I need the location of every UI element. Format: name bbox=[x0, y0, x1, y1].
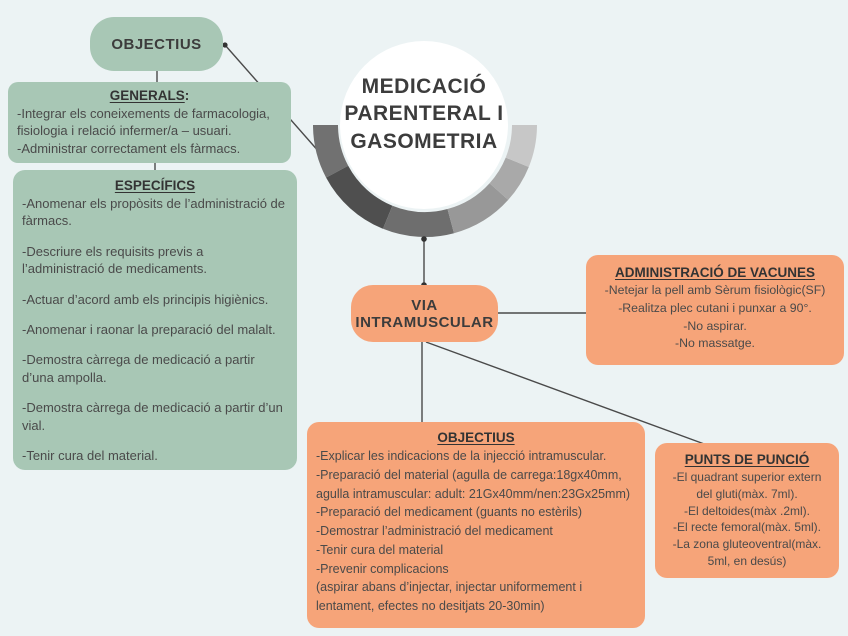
node-vacunes-heading: ADMINISTRACIÓ DE VACUNES bbox=[595, 265, 835, 280]
list-item: -Realitza plec cutani i punxar a 90°. bbox=[618, 300, 812, 315]
central-topic-title-line: PARENTERAL I bbox=[344, 102, 504, 126]
ring-segment-6 bbox=[505, 125, 537, 167]
node-administracio-vacunes: ADMINISTRACIÓ DE VACUNES -Netejar la pel… bbox=[586, 255, 844, 365]
list-item: -El deltoides(màx .2ml). bbox=[683, 503, 811, 518]
list-item: -Administrar correctament els fàrmacs. bbox=[17, 140, 241, 156]
connector-dot bbox=[222, 42, 228, 48]
list-item: -Tenir cura del material bbox=[316, 542, 444, 557]
list-item: -No massatge. bbox=[675, 336, 755, 351]
node-objectius-general-label: OBJECTIUS bbox=[111, 35, 202, 53]
list-item: -Demostra càrrega de medicació a partir … bbox=[22, 352, 255, 385]
list-item: -Demostrar l’administració del medicamen… bbox=[316, 524, 553, 538]
list-item: -No aspirar. bbox=[683, 318, 747, 333]
list-item: -Anomenar i raonar la preparació del mal… bbox=[22, 322, 276, 338]
list-item: -Explicar les indicacions de la injecció… bbox=[316, 449, 607, 463]
list-item: -Anomenar els propòsits de l’administrac… bbox=[22, 196, 286, 229]
list-item: -Demostra càrrega de medicació a partir … bbox=[22, 400, 283, 433]
list-item: -Actuar d’acord amb els principis higièn… bbox=[22, 291, 269, 307]
connector-dot bbox=[421, 236, 427, 242]
list-item: -Preparació del medicament (guants no es… bbox=[316, 505, 583, 520]
central-topic-title-line: GASOMETRIA bbox=[350, 129, 498, 153]
ring-segment-1 bbox=[313, 125, 349, 178]
central-topic-title: MEDICACIÓ PARENTERAL I GASOMETRIA bbox=[340, 73, 508, 155]
central-topic-circle bbox=[340, 41, 508, 209]
node-vacunes-heading-text: ADMINISTRACIÓ DE VACUNES bbox=[614, 265, 815, 280]
list-item: -Descriure els requisits previs a l’admi… bbox=[22, 243, 207, 277]
list-item: -Prevenir complicacions bbox=[316, 561, 449, 576]
node-objectius-im-heading-text: OBJECTIUS bbox=[437, 430, 515, 445]
node-especifics: ESPECÍFICS -Anomenar els propòsits de l’… bbox=[13, 170, 297, 471]
central-ring bbox=[313, 125, 537, 238]
node-objectius-intramuscular: OBJECTIUS -Explicar les indicacions de l… bbox=[307, 422, 645, 628]
node-punts-puncio: PUNTS DE PUNCIÓ -El quadrant superior ex… bbox=[655, 443, 839, 578]
ring-segment-2 bbox=[326, 165, 393, 229]
list-item: -Tenir cura del material. bbox=[22, 448, 158, 464]
list-item: -Integrar els coneixements de farmacolog… bbox=[17, 106, 270, 139]
list-item: -El quadrant superior extern del gluti(m… bbox=[672, 470, 822, 501]
node-objectius-im-heading: OBJECTIUS bbox=[316, 430, 636, 445]
node-via-label-line1: VIA bbox=[411, 296, 438, 314]
node-punts-heading: PUNTS DE PUNCIÓ bbox=[664, 452, 830, 467]
node-generals: GENERALS: -Integrar els coneixements de … bbox=[8, 82, 291, 164]
node-generals-heading: GENERALS: bbox=[17, 88, 282, 103]
node-punts-heading-text: PUNTS DE PUNCIÓ bbox=[684, 452, 810, 467]
ring-segment-4 bbox=[447, 183, 509, 234]
node-especifics-heading-text: ESPECÍFICS bbox=[114, 178, 196, 193]
node-objectius-general: OBJECTIUS bbox=[90, 17, 223, 71]
node-especifics-heading: ESPECÍFICS bbox=[22, 178, 288, 193]
node-generals-heading-text: GENERALS bbox=[109, 88, 185, 103]
ring-segment-5 bbox=[489, 157, 529, 200]
node-via-intramuscular: VIA INTRAMUSCULAR bbox=[351, 285, 498, 342]
ring-segment-3 bbox=[383, 205, 454, 238]
list-item: -El recte femoral(màx. 5ml). bbox=[672, 520, 822, 535]
node-generals-heading-colon: : bbox=[184, 88, 190, 103]
list-item: -Preparació del material (agulla de carr… bbox=[316, 467, 631, 501]
list-item: (aspirar abans d’injectar, injectar unif… bbox=[316, 580, 583, 613]
node-via-label-line2: INTRAMUSCULAR bbox=[355, 313, 494, 331]
list-item: -La zona gluteoventral(màx. 5ml, en desú… bbox=[672, 537, 822, 568]
connector-via-punts bbox=[425, 341, 708, 446]
list-item: -Netejar la pell amb Sèrum fisiològic(SF… bbox=[604, 283, 826, 297]
central-topic-title-line: MEDICACIÓ bbox=[361, 75, 487, 98]
